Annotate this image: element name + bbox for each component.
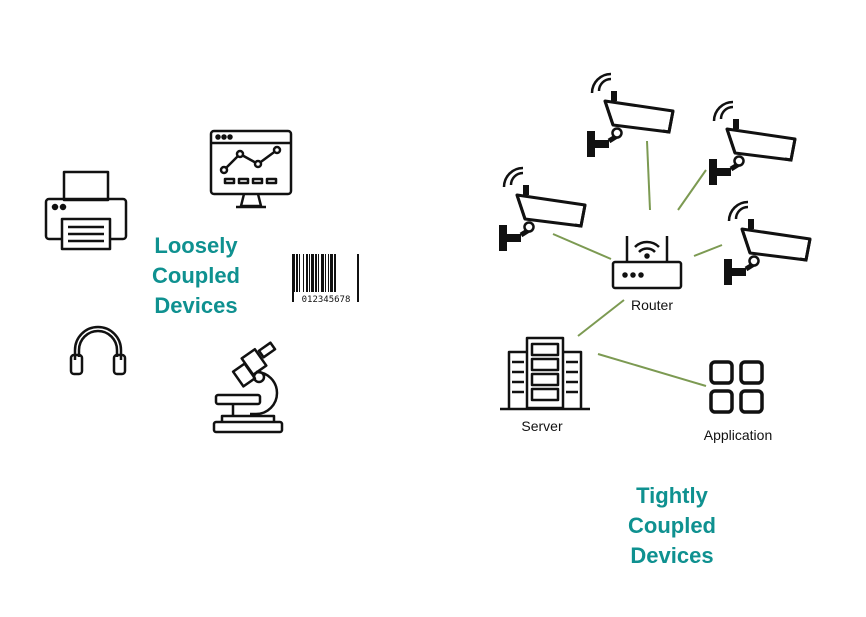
- loosely-coupled-label: Loosely Coupled Devices: [136, 231, 256, 321]
- tightly-line-1: Tightly: [636, 483, 708, 508]
- link-server-application: [597, 353, 707, 387]
- barcode-bar: [303, 254, 304, 292]
- router-icon: [611, 236, 683, 290]
- barcode-icon: [292, 254, 359, 302]
- barcode-bar: [328, 254, 329, 292]
- barcode-bar: [321, 254, 324, 292]
- loosely-line-2: Coupled: [152, 263, 240, 288]
- barcode-bar: [306, 254, 308, 292]
- headphones-icon: [69, 325, 127, 376]
- link-camera-right-top: [677, 169, 707, 211]
- link-camera-right-bottom: [693, 244, 723, 257]
- cctv-camera-icon: [587, 74, 673, 157]
- connection-lines: [552, 140, 723, 387]
- loosely-line-1: Loosely: [154, 233, 238, 258]
- application-label: Application: [703, 427, 773, 443]
- barcode-bar: [309, 254, 310, 292]
- tightly-line-2: Coupled: [628, 513, 716, 538]
- barcode-bar: [330, 254, 333, 292]
- link-camera-top: [646, 140, 651, 211]
- barcode-bar: [315, 254, 317, 292]
- loosely-line-3: Devices: [154, 293, 238, 318]
- tightly-coupled-label: Tightly Coupled Devices: [612, 481, 732, 571]
- server-icon: [500, 336, 590, 411]
- barcode-guard-bar: [292, 254, 294, 302]
- monitor-chart-icon: [209, 129, 293, 209]
- tightly-line-3: Devices: [630, 543, 714, 568]
- barcode-guard-bar: [357, 254, 359, 302]
- application-grid-icon: [709, 360, 764, 414]
- link-camera-left: [552, 233, 612, 260]
- printer-icon: [44, 170, 128, 251]
- cctv-camera-icon: [724, 202, 810, 285]
- link-router-server: [577, 299, 625, 337]
- cctv-camera-icon: [499, 168, 585, 251]
- barcode-bar: [299, 254, 300, 292]
- barcode-bar: [325, 254, 326, 292]
- cctv-camera-icon: [709, 102, 795, 185]
- barcode-bar: [318, 254, 319, 292]
- barcode-bar: [296, 254, 298, 292]
- barcode-bar: [311, 254, 314, 292]
- router-label: Router: [630, 297, 674, 313]
- microscope-icon: [212, 341, 284, 434]
- barcode-bar: [334, 254, 336, 292]
- barcode-number: 012345678: [302, 295, 351, 305]
- server-label: Server: [521, 418, 563, 434]
